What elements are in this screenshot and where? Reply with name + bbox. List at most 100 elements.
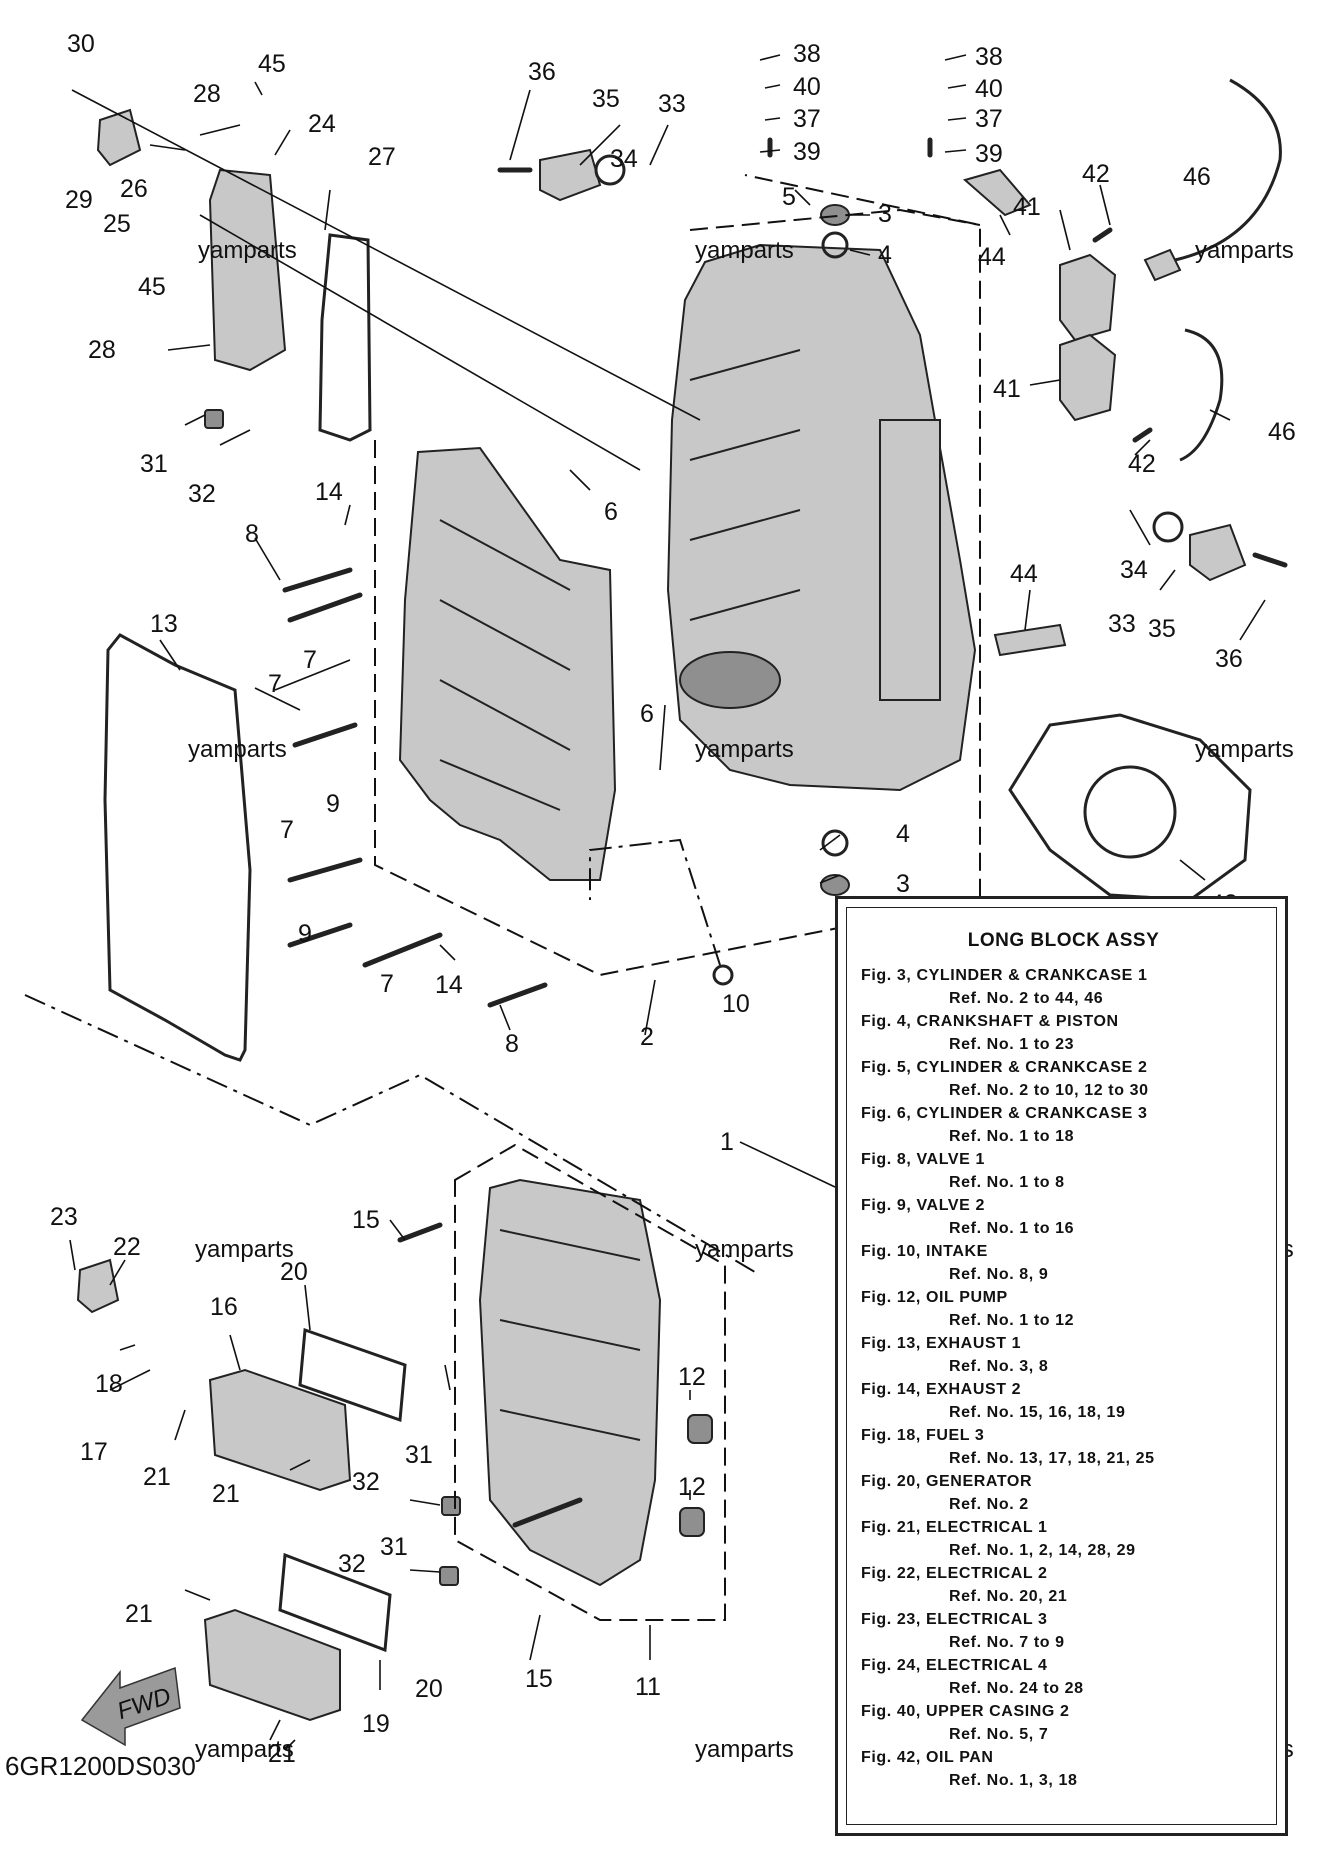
callout-21: 21 <box>143 1463 171 1491</box>
callout-34: 34 <box>610 145 638 173</box>
figure-name: Fig. 14, EXHAUST 2 <box>861 1381 1022 1398</box>
figure-entry: Fig. 8, VALVE 1 Ref. No. 1 to 8 <box>861 1148 1266 1194</box>
watermark: yamparts <box>195 1736 294 1763</box>
figure-entry: Fig. 4, CRANKSHAFT & PISTON Ref. No. 1 to… <box>861 1010 1266 1056</box>
outline-2 <box>374 174 981 977</box>
callout-18: 18 <box>95 1370 123 1398</box>
figure-reference-list: Fig. 3, CYLINDER & CRANKCASE 1 Ref. No. 2… <box>861 964 1266 1792</box>
callout-28: 28 <box>193 80 221 108</box>
callout-45: 45 <box>258 50 286 78</box>
figure-ref-numbers: Ref. No. 1 to 16 <box>949 1220 1075 1237</box>
figure-entry: Fig. 13, EXHAUST 1 Ref. No. 3, 8 <box>861 1332 1266 1378</box>
callout-3: 3 <box>896 870 910 898</box>
figure-name: Fig. 6, CYLINDER & CRANKCASE 3 <box>861 1105 1148 1122</box>
callout-32: 32 <box>338 1550 366 1578</box>
callout-41: 41 <box>1013 193 1041 221</box>
sensor-35b <box>1189 523 1247 582</box>
callout-16: 16 <box>210 1293 238 1321</box>
callout-30: 30 <box>67 30 95 58</box>
callout-15: 15 <box>525 1665 553 1693</box>
figure-ref-numbers: Ref. No. 13, 17, 18, 21, 25 <box>949 1450 1155 1467</box>
o-ring-4a <box>821 231 849 259</box>
callout-2: 2 <box>640 1023 654 1051</box>
figure-name: Fig. 9, VALVE 2 <box>861 1197 985 1214</box>
figure-ref-numbers: Ref. No. 3, 8 <box>949 1358 1049 1375</box>
clip-31c <box>204 409 224 429</box>
outline-11 <box>454 1143 726 1621</box>
watermark: yamparts <box>1195 736 1294 763</box>
figure-entry: Fig. 6, CYLINDER & CRANKCASE 3 Ref. No. 1… <box>861 1102 1266 1148</box>
callout-27: 27 <box>368 143 396 171</box>
figure-ref-numbers: Ref. No. 8, 9 <box>949 1266 1049 1283</box>
figure-entry: Fig. 14, EXHAUST 2 Ref. No. 15, 16, 18, 1… <box>861 1378 1266 1424</box>
callout-38: 38 <box>975 43 1003 71</box>
figure-name: Fig. 13, EXHAUST 1 <box>861 1335 1022 1352</box>
callout-3: 3 <box>878 200 892 228</box>
callout-10: 10 <box>722 990 750 1018</box>
figure-entry: Fig. 40, UPPER CASING 2 Ref. No. 5, 7 <box>861 1700 1266 1746</box>
figure-ref-numbers: Ref. No. 1 to 23 <box>949 1036 1075 1053</box>
callout-32: 32 <box>352 1468 380 1496</box>
callout-7: 7 <box>280 816 294 844</box>
figure-ref-numbers: Ref. No. 24 to 28 <box>949 1680 1084 1697</box>
watermark: yamparts <box>188 736 287 763</box>
seal-12a <box>687 1414 713 1444</box>
callout-33: 33 <box>658 90 686 118</box>
callout-7: 7 <box>380 970 394 998</box>
figure-name: Fig. 40, UPPER CASING 2 <box>861 1703 1070 1720</box>
sensor-22 <box>76 1258 120 1314</box>
figure-name: Fig. 3, CYLINDER & CRANKCASE 1 <box>861 967 1148 984</box>
figure-ref-numbers: Ref. No. 2 to 10, 12 to 30 <box>949 1082 1149 1099</box>
callout-9: 9 <box>326 790 340 818</box>
plug-3a <box>820 204 850 226</box>
callout-21: 21 <box>125 1600 153 1628</box>
reference-box-title: LONG BLOCK ASSY <box>967 930 1160 951</box>
figure-name: Fig. 12, OIL PUMP <box>861 1289 1008 1306</box>
callout-40: 40 <box>975 75 1003 103</box>
figure-name: Fig. 5, CYLINDER & CRANKCASE 2 <box>861 1059 1148 1076</box>
figure-name: Fig. 4, CRANKSHAFT & PISTON <box>861 1013 1119 1030</box>
figure-ref-numbers: Ref. No. 20, 21 <box>949 1588 1068 1605</box>
leader-lines <box>69 54 1266 1751</box>
watermark: yamparts <box>198 237 297 264</box>
callout-37: 37 <box>793 105 821 133</box>
figure-ref-numbers: Ref. No. 1 to 18 <box>949 1128 1075 1145</box>
figure-ref-numbers: Ref. No. 1 to 8 <box>949 1174 1065 1191</box>
callout-39: 39 <box>975 140 1003 168</box>
o-ring-34a <box>594 154 626 186</box>
figure-name: Fig. 23, ELECTRICAL 3 <box>861 1611 1048 1628</box>
figure-ref-numbers: Ref. No. 5, 7 <box>949 1726 1049 1743</box>
figure-name: Fig. 8, VALVE 1 <box>861 1151 985 1168</box>
callout-19: 19 <box>362 1710 390 1738</box>
callout-8: 8 <box>245 520 259 548</box>
cover-16 <box>208 1368 352 1492</box>
electrical-bracket-24 <box>208 168 287 372</box>
figure-entry: Fig. 5, CYLINDER & CRANKCASE 2 Ref. No. 2… <box>861 1056 1266 1102</box>
figure-ref-numbers: Ref. No. 1 to 12 <box>949 1312 1075 1329</box>
alignment-line-a <box>589 838 721 966</box>
callout-37: 37 <box>975 105 1003 133</box>
o-ring-4b <box>821 829 849 857</box>
figure-ref-numbers: Ref. No. 2 <box>949 1496 1029 1513</box>
callout-40: 40 <box>793 73 821 101</box>
gasket-43-bore <box>1083 765 1177 859</box>
plug-3b <box>820 874 850 896</box>
callout-4: 4 <box>878 241 892 269</box>
outline-2b <box>689 208 981 231</box>
callout-11: 11 <box>635 1673 661 1701</box>
callout-33: 33 <box>1108 610 1136 638</box>
figure-name: Fig. 10, INTAKE <box>861 1243 988 1260</box>
figure-ref-numbers: Ref. No. 15, 16, 18, 19 <box>949 1404 1126 1421</box>
o-ring-10 <box>712 964 734 986</box>
figure-entry: Fig. 12, OIL PUMP Ref. No. 1 to 12 <box>861 1286 1266 1332</box>
callout-9: 9 <box>298 920 312 948</box>
watermark: yamparts <box>695 736 794 763</box>
seal-12b <box>679 1507 705 1537</box>
plate-44a <box>962 168 1032 217</box>
diagram-code: 6GR1200DS030 <box>5 1751 196 1781</box>
